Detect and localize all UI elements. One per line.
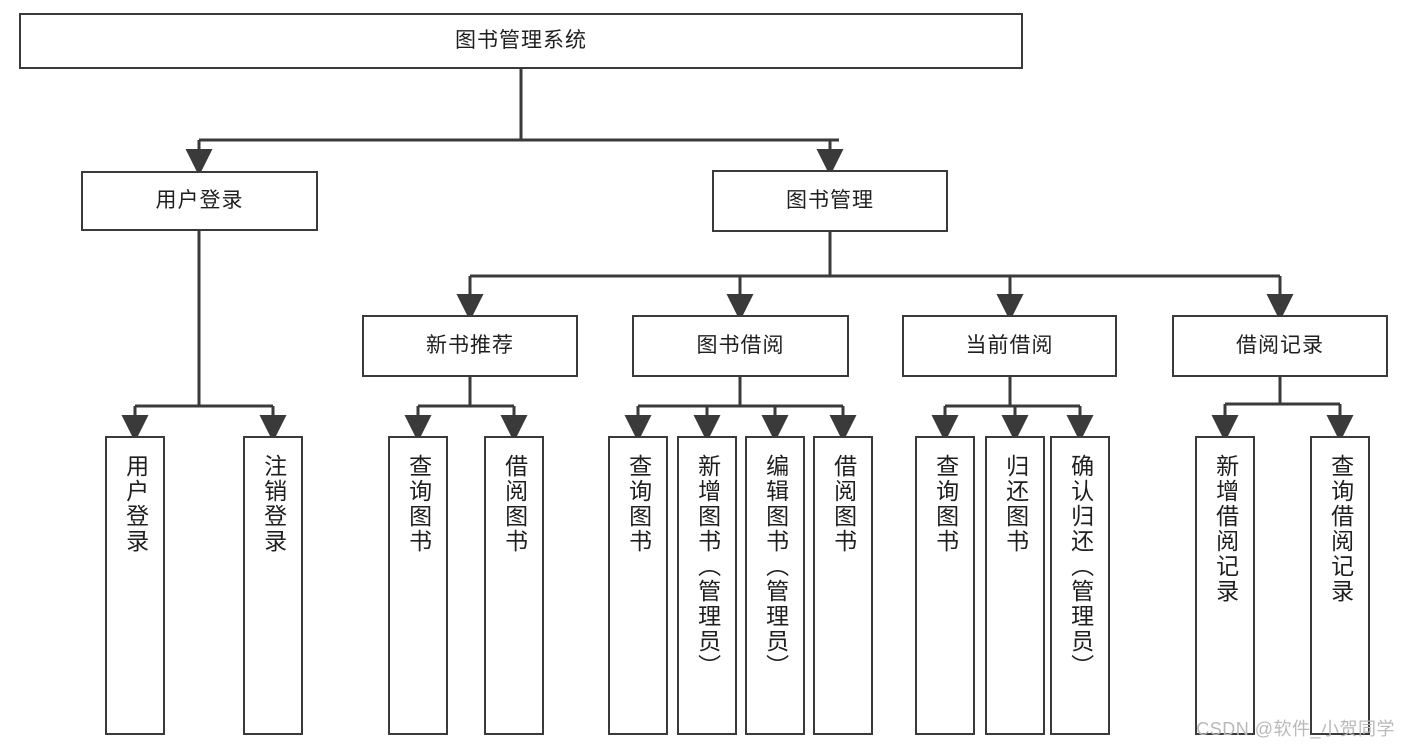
node-leaf-bb-borrow-label: 借阅图书: [830, 454, 857, 554]
node-leaf-rec-query-label: 查询图书: [405, 454, 432, 554]
node-leaf-br-add-label: 新增借阅记录: [1212, 454, 1239, 604]
node-leaf-user-login-label: 用户登录: [122, 454, 149, 554]
node-leaf-br-query-label: 查询借阅记录: [1327, 454, 1354, 604]
node-leaf-user-login[interactable]: 用户登录: [105, 436, 165, 735]
node-leaf-cb-query-label: 查询图书: [932, 454, 959, 554]
node-current-borrow[interactable]: 当前借阅: [902, 315, 1117, 377]
node-new-book-rec-label: 新书推荐: [426, 333, 514, 357]
node-borrow-record-label: 借阅记录: [1236, 333, 1324, 357]
node-leaf-cb-return-label: 归还图书: [1002, 454, 1029, 554]
node-leaf-bb-add[interactable]: 新增图书（管理员）: [677, 436, 737, 735]
node-leaf-rec-borrow-label: 借阅图书: [501, 454, 528, 554]
node-leaf-user-logout[interactable]: 注销登录: [243, 436, 303, 735]
node-book-manage[interactable]: 图书管理: [712, 170, 948, 232]
node-leaf-bb-edit[interactable]: 编辑图书（管理员）: [745, 436, 805, 735]
node-leaf-bb-query[interactable]: 查询图书: [608, 436, 668, 735]
node-leaf-bb-add-label: 新增图书（管理员）: [694, 454, 721, 679]
watermark: CSDN @软件_小贺同学: [1196, 719, 1395, 739]
node-borrow-record[interactable]: 借阅记录: [1172, 315, 1388, 377]
node-leaf-br-add[interactable]: 新增借阅记录: [1195, 436, 1255, 735]
node-leaf-cb-return[interactable]: 归还图书: [985, 436, 1045, 735]
node-leaf-br-query[interactable]: 查询借阅记录: [1310, 436, 1370, 735]
node-leaf-cb-confirm[interactable]: 确认归还（管理员）: [1050, 436, 1110, 735]
node-leaf-rec-query[interactable]: 查询图书: [388, 436, 448, 735]
node-leaf-bb-borrow[interactable]: 借阅图书: [813, 436, 873, 735]
node-current-borrow-label: 当前借阅: [965, 333, 1054, 357]
node-book-borrow[interactable]: 图书借阅: [632, 315, 849, 377]
node-leaf-cb-confirm-label: 确认归还（管理员）: [1067, 454, 1094, 679]
node-leaf-cb-query[interactable]: 查询图书: [915, 436, 975, 735]
node-leaf-user-logout-label: 注销登录: [260, 454, 287, 554]
node-user-login[interactable]: 用户登录: [81, 171, 318, 231]
node-leaf-rec-borrow[interactable]: 借阅图书: [484, 436, 544, 735]
node-root-label: 图书管理系统: [455, 28, 587, 52]
node-new-book-rec[interactable]: 新书推荐: [362, 315, 578, 377]
node-leaf-bb-query-label: 查询图书: [625, 454, 652, 554]
node-book-borrow-label: 图书借阅: [696, 333, 785, 357]
node-root[interactable]: 图书管理系统: [19, 13, 1023, 69]
node-leaf-bb-edit-label: 编辑图书（管理员）: [762, 454, 789, 679]
node-book-manage-label: 图书管理: [786, 188, 874, 212]
node-user-login-label: 用户登录: [155, 188, 244, 212]
